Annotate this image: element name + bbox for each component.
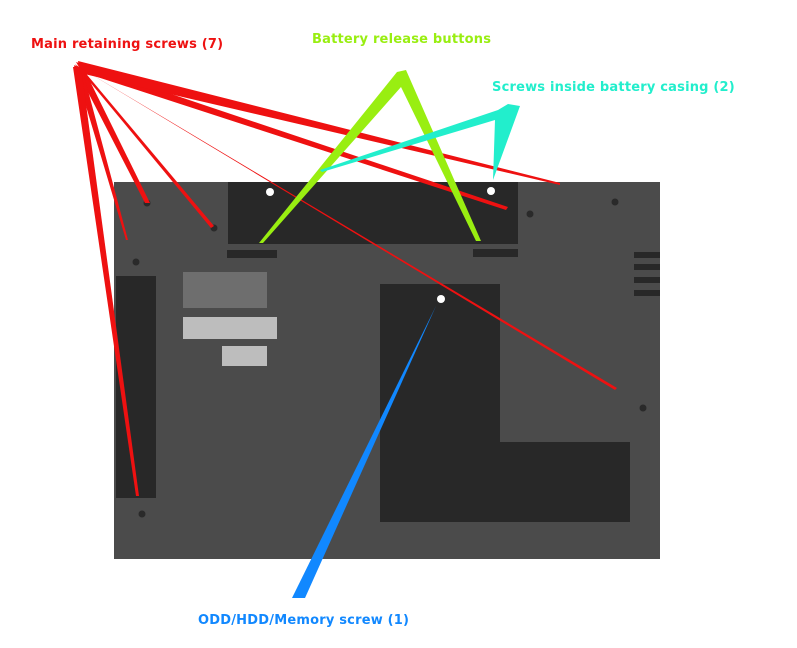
sticker-light-wide bbox=[183, 317, 277, 339]
odd-hdd-memory-screw bbox=[437, 295, 445, 303]
battery-casing-screw bbox=[487, 187, 495, 195]
pointer-ray bbox=[74, 66, 128, 240]
main-screw bbox=[526, 210, 534, 218]
battery-screws-pointer bbox=[320, 104, 520, 180]
main-screw bbox=[138, 510, 146, 518]
odd-hdd-memory-pointer bbox=[292, 306, 436, 598]
odd-hdd-memory-label: ODD/HDD/Memory screw (1) bbox=[198, 613, 410, 628]
main-screws-label: Main retaining screws (7) bbox=[31, 37, 224, 52]
main-screw bbox=[639, 404, 647, 412]
battery-screws-label: Screws inside battery casing (2) bbox=[492, 80, 735, 95]
pointer-ray bbox=[74, 64, 617, 390]
pointer-ray bbox=[73, 67, 139, 496]
vent-slot bbox=[634, 252, 660, 258]
battery-casing-screw bbox=[266, 188, 274, 196]
vent-slot bbox=[634, 277, 660, 283]
sticker-dark bbox=[183, 272, 267, 308]
main-screw bbox=[132, 258, 140, 266]
pointer-ray bbox=[74, 65, 150, 203]
main-screw bbox=[611, 198, 619, 206]
main-screws-pointers bbox=[73, 61, 617, 496]
battery-release-pointer bbox=[259, 70, 481, 243]
pointer-ray bbox=[78, 61, 560, 185]
vent-slot bbox=[634, 264, 660, 270]
battery-bay bbox=[228, 182, 518, 244]
battery-release-button-right bbox=[473, 249, 518, 257]
vent-slot bbox=[634, 290, 660, 296]
odd-hdd-memory-cover bbox=[380, 284, 630, 522]
pointer-ray bbox=[76, 62, 508, 210]
battery-release-label: Battery release buttons bbox=[312, 32, 492, 47]
battery-release-button-left bbox=[227, 250, 277, 258]
pointer-ray bbox=[75, 64, 214, 228]
sticker-light-small bbox=[222, 346, 267, 366]
